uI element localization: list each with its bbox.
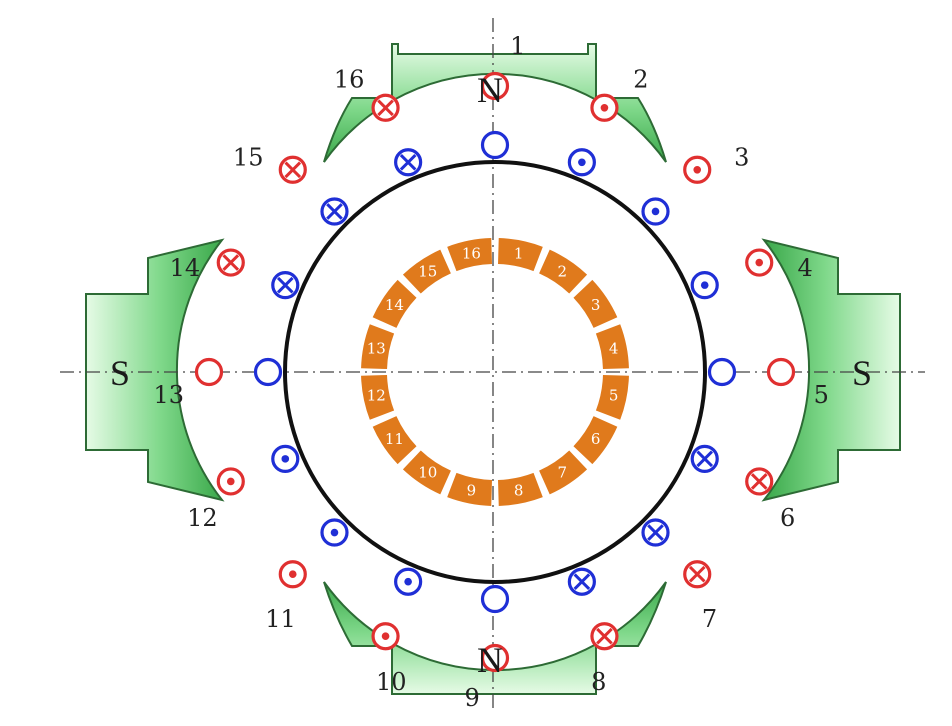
conductor-number-label: 15 xyxy=(233,143,264,171)
commutator-segment-label: 7 xyxy=(557,464,567,482)
inner-conductor xyxy=(394,567,423,596)
inner-conductor xyxy=(271,271,300,300)
conductor-number-label: 1 xyxy=(510,32,525,60)
commutator-segment xyxy=(372,416,417,465)
pole-label-top: N xyxy=(477,70,503,110)
outer-conductor xyxy=(683,560,712,589)
inner-conductor xyxy=(271,444,300,473)
commutator-segment xyxy=(595,375,629,420)
commutator-segment-label: 4 xyxy=(609,339,619,357)
inner-conductor xyxy=(690,444,719,473)
conductor-number-label: 11 xyxy=(265,605,296,633)
outer-conductor xyxy=(371,93,400,122)
commutator-segment-label: 6 xyxy=(591,430,601,448)
commutator-segment xyxy=(447,238,492,272)
commutator-segment-label: 9 xyxy=(467,482,477,500)
outer-conductor xyxy=(766,357,796,387)
conductor-number-label: 10 xyxy=(376,668,407,696)
pole-pieces xyxy=(85,43,901,695)
commutator-segment-label: 12 xyxy=(367,387,386,405)
commutator-segment xyxy=(498,238,543,272)
inner-conductor xyxy=(320,197,349,226)
inner-conductor xyxy=(480,584,510,614)
pole-right xyxy=(761,238,901,502)
commutator-segment-label: 5 xyxy=(609,387,619,405)
commutator-segment-label: 11 xyxy=(385,430,404,448)
commutator-segment xyxy=(447,472,492,506)
pole-label-left: S xyxy=(110,353,130,393)
armature-circle xyxy=(283,160,707,584)
conductor-number-label: 3 xyxy=(734,143,749,171)
outer-conductor xyxy=(278,560,307,589)
conductor-number-label: 6 xyxy=(780,504,795,532)
conductor-number-label: 2 xyxy=(633,65,648,93)
commutator-segment xyxy=(539,450,588,495)
commutator-segment xyxy=(361,375,395,420)
conductor-number-label: 13 xyxy=(154,381,185,409)
inner-conductor xyxy=(690,271,719,300)
commutator-segment xyxy=(573,416,618,465)
commutator-segment-label: 14 xyxy=(385,296,404,314)
inner-conductor xyxy=(707,357,737,387)
conductor-number-label: 12 xyxy=(187,504,218,532)
commutator-segment xyxy=(539,249,588,294)
inner-conductor xyxy=(567,148,596,177)
commutator-segment xyxy=(595,324,629,369)
commutator-segment-label: 3 xyxy=(591,296,601,314)
outer-conductor xyxy=(216,248,245,277)
commutator-segment xyxy=(573,279,618,328)
outer-conductor xyxy=(278,155,307,184)
inner-conductor xyxy=(480,130,510,160)
conductor-number-label: 8 xyxy=(591,668,606,696)
commutator-segment xyxy=(402,450,451,495)
pole-bottom xyxy=(323,581,667,695)
commutator-segment-label: 8 xyxy=(514,482,524,500)
inner-conductor xyxy=(253,357,283,387)
inner-conductor xyxy=(394,148,423,177)
conductor-number-label: 9 xyxy=(465,684,480,712)
outer-conductor xyxy=(194,357,224,387)
outer-conductor xyxy=(745,467,774,496)
commutator-segment-label: 16 xyxy=(462,244,481,262)
commutator-segment xyxy=(498,472,543,506)
outer-conductor xyxy=(590,93,619,122)
commutator-segment-label: 15 xyxy=(418,262,437,280)
outer-conductor xyxy=(480,71,510,101)
pole-left xyxy=(85,238,225,502)
commutator-segment xyxy=(361,324,395,369)
commutator-segment xyxy=(402,249,451,294)
commutator-segment-label: 2 xyxy=(557,262,567,280)
commutator-segment-label: 13 xyxy=(367,339,386,357)
outer-conductor xyxy=(216,467,245,496)
outer-conductor xyxy=(480,643,510,673)
commutator-segment-label: 1 xyxy=(514,244,524,262)
inner-conductor xyxy=(641,197,670,226)
conductor-number-label: 14 xyxy=(170,254,201,282)
outer-conductor xyxy=(371,622,400,651)
commutator-segment xyxy=(372,279,417,328)
conductor-number-label: 5 xyxy=(814,381,829,409)
conductor-number-label: 7 xyxy=(702,605,717,633)
inner-conductor xyxy=(567,567,596,596)
outer-conductor xyxy=(745,248,774,277)
commutator-segment-label: 10 xyxy=(418,464,437,482)
outer-conductor xyxy=(683,155,712,184)
inner-conductor xyxy=(320,518,349,547)
conductor-number-label: 16 xyxy=(334,65,365,93)
pole-label-bottom: N xyxy=(477,640,503,680)
pole-top xyxy=(323,43,667,163)
conductor-number-label: 4 xyxy=(797,254,812,282)
inner-conductor xyxy=(641,518,670,547)
pole-label-right: S xyxy=(852,353,872,393)
outer-conductor xyxy=(590,622,619,651)
